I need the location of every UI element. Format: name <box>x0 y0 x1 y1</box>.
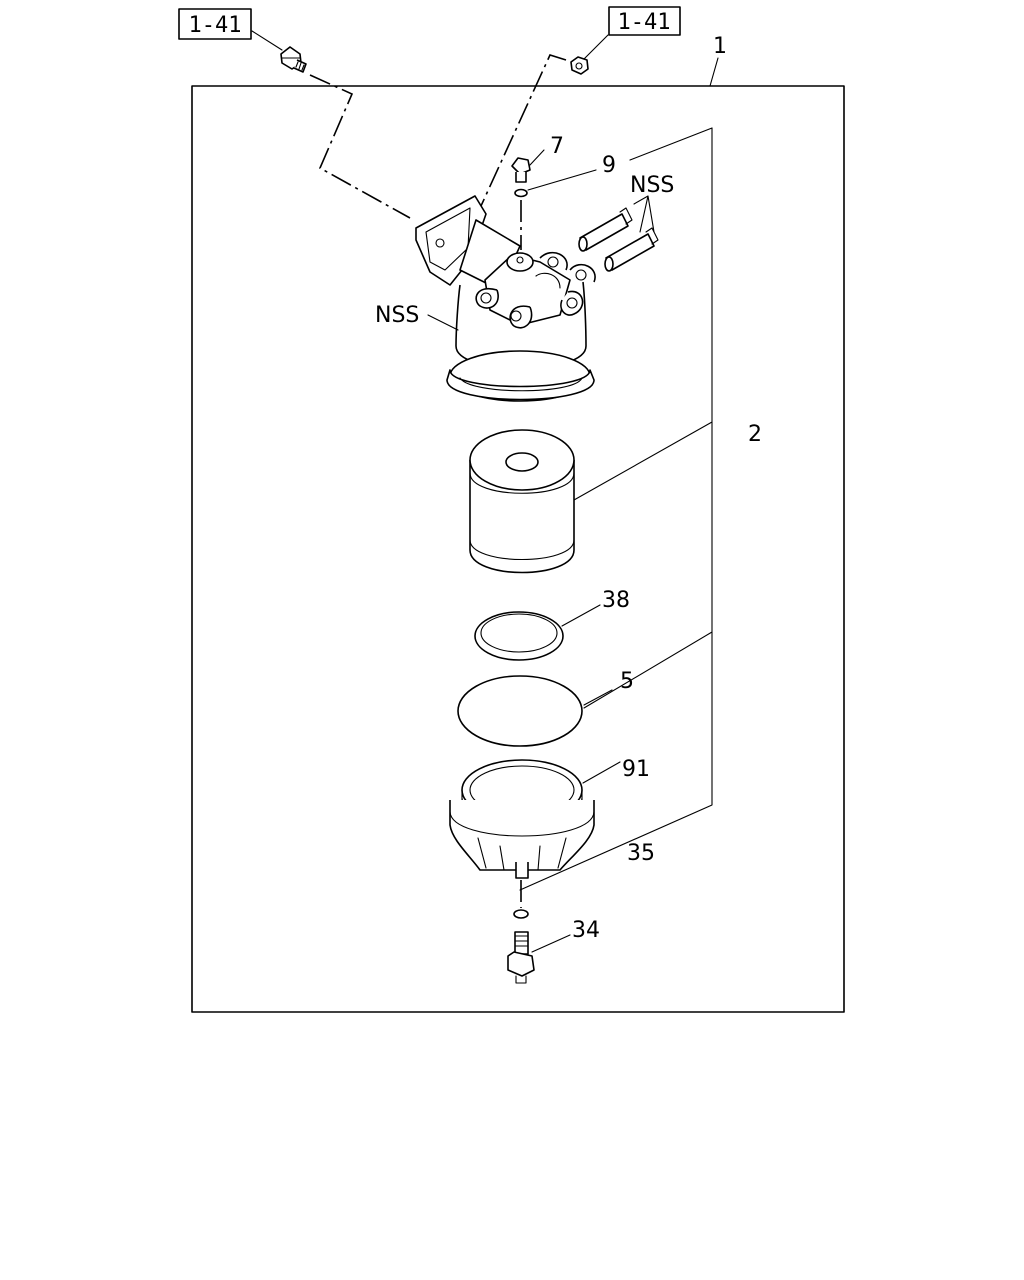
callout-disc: 5 <box>620 669 634 694</box>
reference-label-left: 1-41 <box>189 13 242 38</box>
callout-head: NSS <box>375 303 419 328</box>
bolt-gasket-icon <box>514 169 597 250</box>
reference-label-right: 1-41 <box>618 10 671 35</box>
disc-icon <box>457 675 613 747</box>
filter-head-icon <box>415 195 596 402</box>
filter-element-icon <box>469 429 575 574</box>
filter-cup-icon <box>449 759 621 879</box>
drain-plug-icon <box>507 931 571 984</box>
reference-box-left[interactable]: 1-41 <box>178 8 252 40</box>
mounting-bolt-icon <box>251 30 411 219</box>
mounting-nut-icon <box>469 34 609 231</box>
hose-nipple-icon <box>578 195 659 272</box>
grouping-bracket-line <box>519 127 713 891</box>
assembly-leader-line <box>709 57 719 87</box>
o-ring-icon <box>474 604 601 661</box>
head-leader-line <box>427 314 459 331</box>
callout-o-ring: 38 <box>602 588 630 613</box>
callout-assembly: 1 <box>713 34 727 59</box>
callout-bolt-gasket: 9 <box>602 153 616 178</box>
plug-gasket-icon <box>513 880 529 919</box>
assembly-frame <box>191 85 845 1013</box>
bleeder-bolt-icon <box>511 149 545 183</box>
callout-hose-nipples: NSS <box>630 173 674 198</box>
callout-drain-plug: 34 <box>572 918 600 943</box>
callout-cup: 91 <box>622 757 650 782</box>
callout-drain-bolt: 7 <box>550 134 564 159</box>
callout-element: 2 <box>748 422 762 447</box>
callout-plug-gasket: 35 <box>627 841 655 866</box>
reference-box-right[interactable]: 1-41 <box>608 6 681 36</box>
